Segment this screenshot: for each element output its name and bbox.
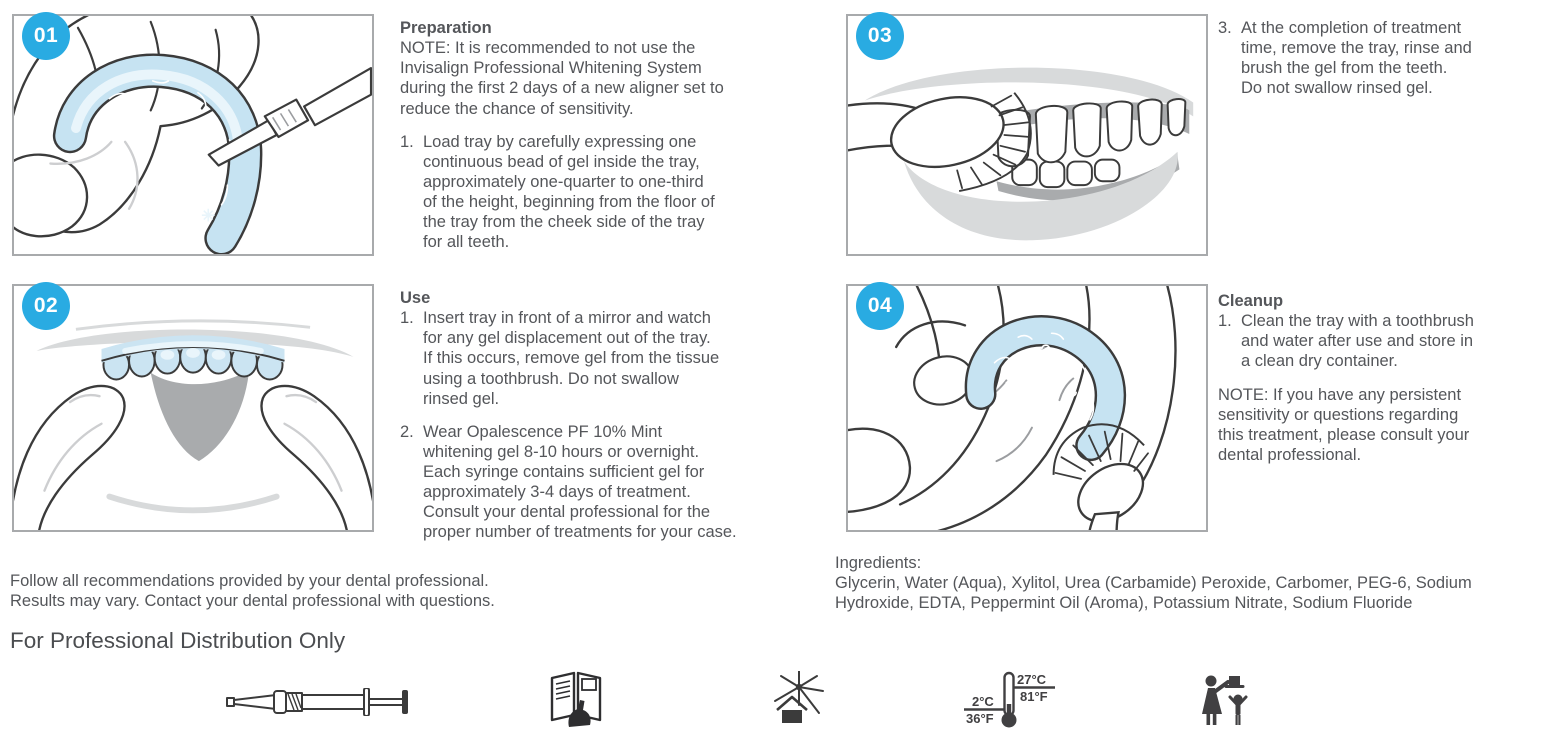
step-text: Wear Opalescence PF 10% Mint whitening g… xyxy=(423,422,737,542)
tray-loading-illustration xyxy=(14,16,372,254)
preparation-step-1: 1. Load tray by carefully expressing one… xyxy=(400,132,824,253)
read-instructions-icon xyxy=(549,671,603,727)
panel-04: 04 xyxy=(846,282,1208,532)
step-number: 1. xyxy=(1218,312,1232,331)
use-step-2: 2. Wear Opalescence PF 10% Mint whitenin… xyxy=(400,422,834,543)
temp-low-celsius: 2°C xyxy=(972,694,994,709)
step-badge-01: 01 xyxy=(22,12,70,60)
step-number: 3. xyxy=(1218,19,1232,37)
step-badge-03: 03 xyxy=(856,12,904,60)
step-text: Insert tray in front of a mirror and wat… xyxy=(423,309,720,408)
use-section: Use 1. Insert tray in front of a mirror … xyxy=(400,288,834,543)
use-heading: Use xyxy=(400,289,431,307)
temp-low-fahrenheit: 36°F xyxy=(966,711,994,726)
completion-step-3: 3. At the completion of treatment time, … xyxy=(1218,18,1554,99)
preparation-section: Preparation NOTE: It is recommended to n… xyxy=(400,18,824,252)
panel-02: 02 xyxy=(12,282,374,532)
step-text: Clean the tray with a toothbrush and wat… xyxy=(1241,312,1474,371)
ingredients-text: Glycerin, Water (Aqua), Xylitol, Urea (C… xyxy=(835,574,1472,613)
step-number: 1. xyxy=(400,132,414,151)
ingredients-heading: Ingredients: xyxy=(835,554,922,572)
tray-cleaning-illustration xyxy=(848,286,1177,530)
temp-high-fahrenheit: 81°F xyxy=(1020,689,1048,704)
use-step-1: 1. Insert tray in front of a mirror and … xyxy=(400,308,834,409)
ingredients-section: Ingredients: Glycerin, Water (Aqua), Xyl… xyxy=(835,553,1558,613)
temp-high-celsius: 27°C xyxy=(1017,672,1047,687)
panel-01: 01 xyxy=(12,12,374,256)
panel-03: 03 xyxy=(846,12,1208,256)
completion-section: 3. At the completion of treatment time, … xyxy=(1218,18,1554,99)
step-number: 1. xyxy=(400,309,414,328)
preparation-heading: Preparation xyxy=(400,19,492,37)
keep-out-of-reach-of-children-icon xyxy=(1196,672,1252,728)
disclaimer-text: Follow all recommendations provided by y… xyxy=(10,572,495,611)
cleanup-heading: Cleanup xyxy=(1218,292,1284,310)
cleanup-section: Cleanup 1. Clean the tray with a toothbr… xyxy=(1218,291,1554,465)
step-number: 2. xyxy=(400,422,414,441)
tray-inserted-illustration xyxy=(14,319,372,530)
step-text: Load tray by carefully expressing one co… xyxy=(423,132,715,252)
syringe-icon xyxy=(226,688,411,716)
distribution-statement: For Professional Distribution Only xyxy=(10,628,346,653)
brushing-teeth-illustration xyxy=(848,67,1194,241)
keep-away-from-sunlight-icon xyxy=(769,671,825,727)
step-badge-04: 04 xyxy=(856,282,904,330)
preparation-note: NOTE: It is recommended to not use the I… xyxy=(400,39,724,118)
temperature-range-icon: 27°C 81°F 2°C 36°F xyxy=(962,670,1057,730)
cleanup-step-1: 1. Clean the tray with a toothbrush and … xyxy=(1218,311,1554,371)
step-text: At the completion of treatment time, rem… xyxy=(1241,19,1472,98)
step-badge-02: 02 xyxy=(22,282,70,330)
cleanup-note: NOTE: If you have any persistent sensiti… xyxy=(1218,385,1470,464)
